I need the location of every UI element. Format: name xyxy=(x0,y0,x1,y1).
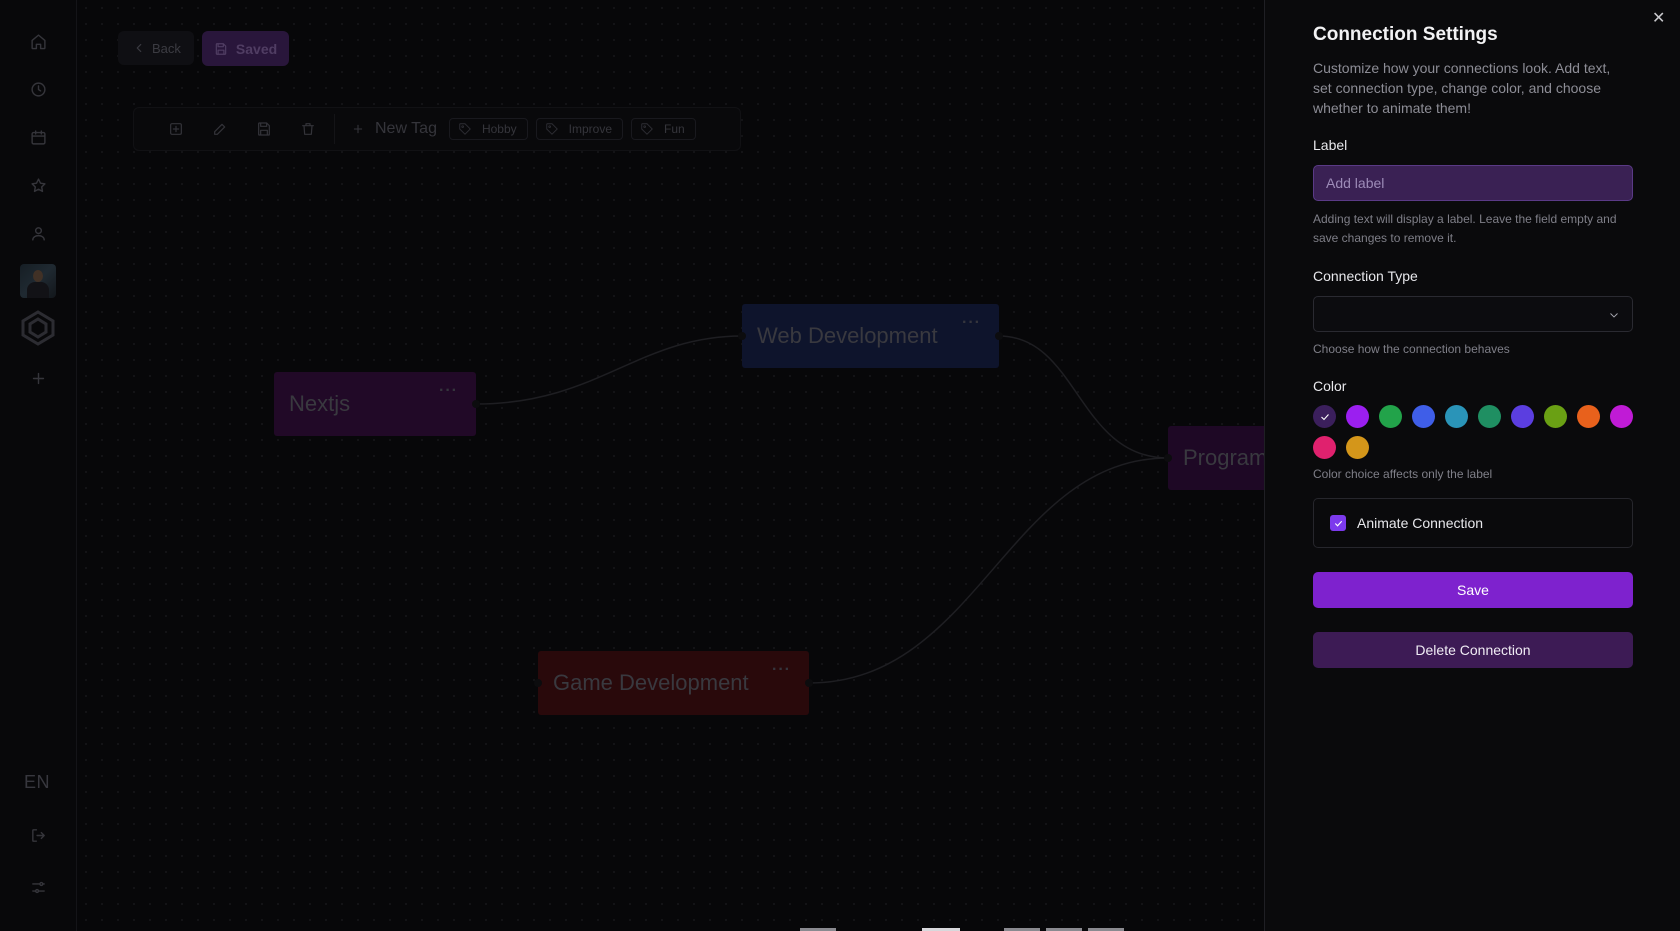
bottom-fragment xyxy=(922,928,960,931)
connection-type-select[interactable] xyxy=(1313,296,1633,332)
user-icon[interactable] xyxy=(24,219,52,247)
tag-icon xyxy=(459,123,471,135)
node-label: Game Development xyxy=(553,670,749,695)
plus-icon xyxy=(353,124,363,134)
bottom-fragment xyxy=(800,928,836,931)
chevron-left-icon xyxy=(136,43,142,53)
tag-icon xyxy=(545,123,558,135)
new-tag-button[interactable]: New Tag xyxy=(343,120,449,138)
avatar[interactable] xyxy=(20,264,56,298)
node-handle[interactable] xyxy=(995,332,1003,340)
label-input[interactable] xyxy=(1313,165,1633,201)
color-swatch[interactable] xyxy=(1346,436,1369,459)
saved-label: Saved xyxy=(235,40,278,57)
back-button[interactable]: Back xyxy=(118,31,194,65)
node-menu-icon[interactable]: ··· xyxy=(772,661,791,678)
bottom-fragment xyxy=(1046,928,1082,931)
mind-map-canvas[interactable]: Back Saved New Tag xyxy=(78,0,1264,931)
color-swatch[interactable] xyxy=(1412,405,1435,428)
color-swatch[interactable] xyxy=(1577,405,1600,428)
tag-label: Improve xyxy=(568,122,613,136)
logout-icon[interactable] xyxy=(24,821,52,849)
add-node-icon[interactable] xyxy=(154,114,198,144)
node-label: Nextjs xyxy=(289,391,351,416)
node-label: Program xyxy=(1183,445,1264,470)
saved-button[interactable]: Saved xyxy=(201,31,290,66)
node-nextjs[interactable]: Nextjs ··· xyxy=(274,372,480,436)
node-handle[interactable] xyxy=(1164,454,1172,462)
node-label: Web Development xyxy=(757,323,938,348)
node-programming[interactable]: Program xyxy=(1164,426,1264,490)
connection-settings-panel: ✕ Connection Settings Customize how your… xyxy=(1264,0,1680,931)
chevron-down-icon xyxy=(1610,313,1618,318)
node-handle[interactable] xyxy=(805,679,813,687)
bottom-fragment xyxy=(1004,928,1040,931)
node-handle[interactable] xyxy=(472,400,480,408)
node-handle[interactable] xyxy=(738,332,746,340)
node-menu-icon[interactable]: ··· xyxy=(439,382,458,399)
animate-label: Animate Connection xyxy=(1357,515,1484,531)
calendar-icon[interactable] xyxy=(24,123,52,151)
color-swatch[interactable] xyxy=(1346,405,1369,428)
color-swatch[interactable] xyxy=(1379,405,1402,428)
language-switch[interactable]: EN xyxy=(24,772,51,792)
save-icon xyxy=(215,42,227,55)
connection-type-hint: Choose how the connection behaves xyxy=(1313,342,1510,356)
back-label: Back xyxy=(152,40,181,56)
logo-icon xyxy=(20,310,56,346)
new-tag-label: New Tag xyxy=(375,120,437,137)
color-hint: Color choice affects only the label xyxy=(1313,467,1493,481)
tag-label: Hobby xyxy=(481,122,517,136)
check-icon xyxy=(1320,413,1329,420)
animate-connection-option[interactable]: Animate Connection xyxy=(1313,498,1633,548)
node-menu-icon[interactable]: ··· xyxy=(962,314,981,331)
tag-fun[interactable]: Fun xyxy=(631,118,696,140)
save-icon[interactable] xyxy=(242,114,286,144)
panel-title: Connection Settings xyxy=(1313,24,1498,45)
trash-icon[interactable] xyxy=(286,114,330,144)
color-swatch[interactable] xyxy=(1610,405,1633,428)
label-hint: Adding text will display a label. Leave … xyxy=(1313,212,1617,245)
panel-description: Customize how your connections look. Add… xyxy=(1313,60,1611,116)
bottom-fragment xyxy=(1088,928,1124,931)
close-icon[interactable]: ✕ xyxy=(1652,10,1666,27)
color-swatch[interactable] xyxy=(1511,405,1534,428)
modal-backdrop[interactable] xyxy=(0,0,1264,931)
home-icon[interactable] xyxy=(24,27,52,55)
node-handle[interactable] xyxy=(534,679,542,687)
canvas-toolbar: New Tag Hobby Improve Fun xyxy=(133,107,741,151)
delete-connection-button[interactable]: Delete Connection xyxy=(1313,632,1633,668)
label-field-title: Label xyxy=(1313,137,1348,153)
history-icon[interactable] xyxy=(24,75,52,103)
save-button[interactable]: Save xyxy=(1313,572,1633,608)
top-actions: Back Saved xyxy=(118,31,290,66)
color-swatch[interactable] xyxy=(1544,405,1567,428)
tag-hobby[interactable]: Hobby xyxy=(448,118,528,140)
tag-label: Fun xyxy=(664,122,685,136)
node-game-development[interactable]: Game Development ··· xyxy=(534,651,813,715)
color-swatch[interactable] xyxy=(1313,405,1336,428)
sidebar: EN xyxy=(0,0,77,931)
check-icon xyxy=(1334,520,1342,527)
tag-improve[interactable]: Improve xyxy=(535,118,624,140)
color-swatch[interactable] xyxy=(1445,405,1468,428)
settings-sliders-icon[interactable] xyxy=(24,873,52,901)
add-icon[interactable] xyxy=(24,364,52,392)
color-swatch[interactable] xyxy=(1478,405,1501,428)
tag-icon xyxy=(641,123,653,135)
edit-icon[interactable] xyxy=(198,114,242,144)
connection-type-title: Connection Type xyxy=(1313,268,1418,284)
animate-checkbox[interactable] xyxy=(1330,515,1346,531)
star-icon[interactable] xyxy=(24,171,52,199)
color-swatch[interactable] xyxy=(1313,436,1336,459)
color-swatches xyxy=(1313,405,1643,459)
toolbar-divider xyxy=(334,114,335,144)
color-title: Color xyxy=(1313,378,1347,394)
node-web-development[interactable]: Web Development ··· xyxy=(738,304,1003,368)
